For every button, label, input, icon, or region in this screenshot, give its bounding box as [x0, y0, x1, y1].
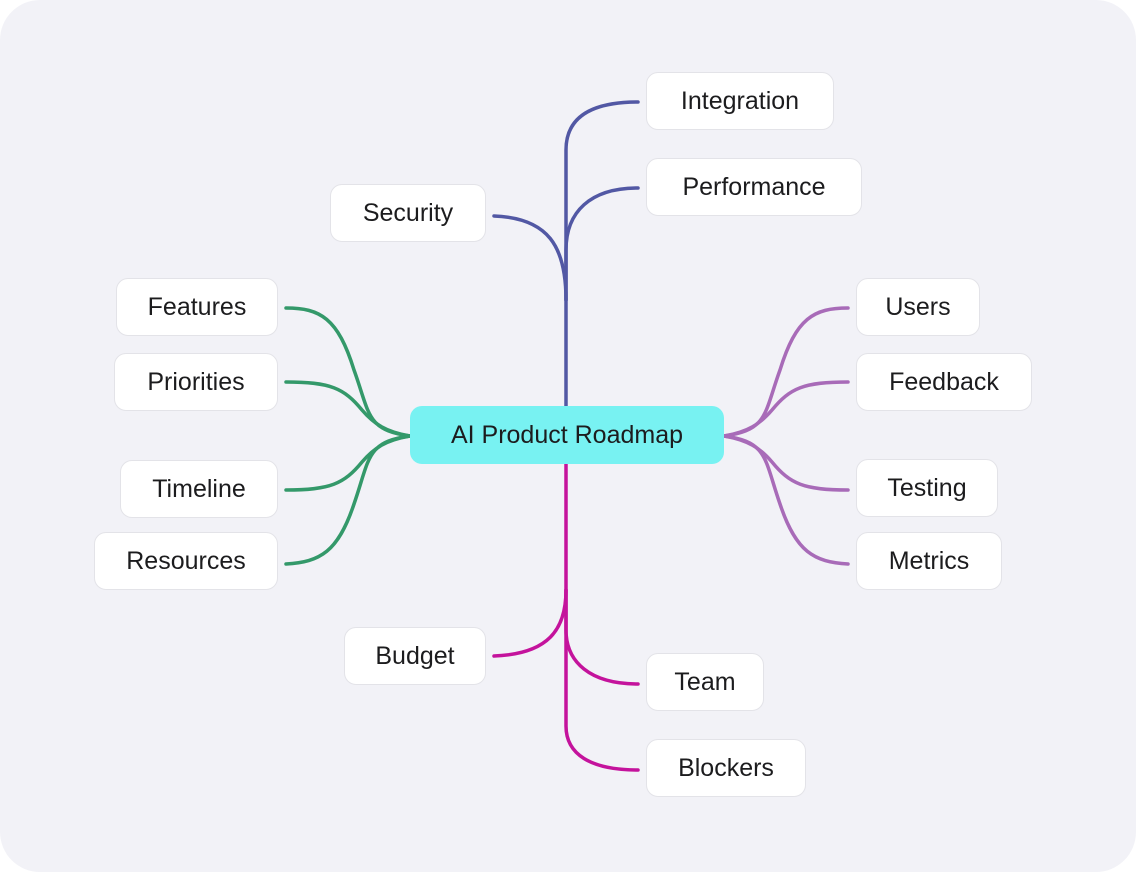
node-timeline[interactable]: Timeline — [120, 460, 278, 518]
link-integration — [564, 100, 640, 408]
link-metrics — [722, 434, 850, 566]
link-performance — [564, 186, 640, 302]
link-features — [284, 306, 412, 438]
link-users — [722, 306, 850, 438]
link-priorities — [284, 380, 412, 438]
link-testing — [722, 434, 850, 492]
link-budget — [492, 588, 568, 658]
node-integration[interactable]: Integration — [646, 72, 834, 130]
link-team — [564, 588, 640, 686]
root-node[interactable]: AI Product Roadmap — [410, 406, 724, 464]
link-feedback — [722, 380, 850, 438]
node-metrics[interactable]: Metrics — [856, 532, 1002, 590]
node-features[interactable]: Features — [116, 278, 278, 336]
node-resources[interactable]: Resources — [94, 532, 278, 590]
link-security — [492, 214, 568, 302]
node-feedback[interactable]: Feedback — [856, 353, 1032, 411]
node-team[interactable]: Team — [646, 653, 764, 711]
link-timeline — [284, 434, 412, 492]
node-budget[interactable]: Budget — [344, 627, 486, 685]
node-users[interactable]: Users — [856, 278, 980, 336]
node-performance[interactable]: Performance — [646, 158, 862, 216]
link-blockers — [564, 462, 640, 772]
link-resources — [284, 434, 412, 566]
node-priorities[interactable]: Priorities — [114, 353, 278, 411]
node-testing[interactable]: Testing — [856, 459, 998, 517]
node-security[interactable]: Security — [330, 184, 486, 242]
node-blockers[interactable]: Blockers — [646, 739, 806, 797]
